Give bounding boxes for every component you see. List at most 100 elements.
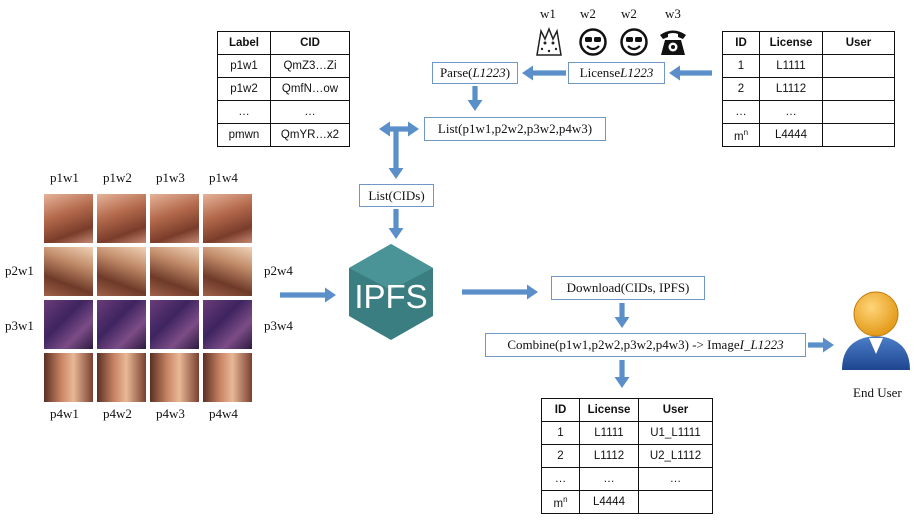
table-cell: U2_L1112 xyxy=(638,444,713,468)
table-row: ……… xyxy=(541,467,713,491)
image-tile xyxy=(97,247,146,296)
table-cell: mn xyxy=(541,490,580,514)
arrow-download-to-combine xyxy=(614,303,630,328)
parse-suffix: ) xyxy=(505,65,511,80)
arrow-license-to-parse xyxy=(522,65,566,81)
combine-box: Combine(p1w1,p2w2,p3w2,p4w3) -> Image I_… xyxy=(485,333,806,357)
table-row: …… xyxy=(217,100,350,124)
telephone-icon xyxy=(660,30,686,55)
table-cell: QmYR…x2 xyxy=(270,123,350,147)
image-tile xyxy=(203,247,252,296)
user-table-header: License xyxy=(579,398,639,422)
grid-bottom-label: p4w1 xyxy=(50,406,79,421)
table-cell: pmwn xyxy=(217,123,271,147)
id-superscript: n xyxy=(743,127,749,137)
sunglasses-smiley-icon xyxy=(579,28,607,56)
list-box: List(p1w1,p2w2,p3w2,p4w3) xyxy=(424,117,606,141)
ipfs-label: IPFS xyxy=(354,278,427,315)
symbol-label: w1 xyxy=(540,6,556,21)
arrow-license-table-to-license xyxy=(669,65,712,81)
table-cell: L1112 xyxy=(579,444,639,468)
image-tile xyxy=(97,194,146,243)
grid-top-label: p1w3 xyxy=(156,170,185,185)
id-base: m xyxy=(733,130,744,143)
sunglasses-smiley-icon xyxy=(620,28,648,56)
arrow-combine-to-user xyxy=(808,337,834,353)
leopard-icon xyxy=(536,26,562,56)
table-cell xyxy=(638,490,713,514)
table-cell: … xyxy=(217,100,271,124)
table-cell: 2 xyxy=(541,444,580,468)
download-box: Download(CIDs, IPFS) xyxy=(551,276,705,300)
table-cell: … xyxy=(579,467,639,491)
license-table-header: User xyxy=(822,31,895,55)
image-tile xyxy=(150,300,199,349)
user-table-header: ID xyxy=(541,398,580,422)
ipfs-logo-icon: IPFS xyxy=(349,244,433,340)
cid-table-header: Label xyxy=(217,31,271,55)
license-box: License L1223 xyxy=(568,62,665,84)
table-cell xyxy=(822,54,895,78)
grid-left-label: p3w1 xyxy=(5,318,34,333)
license-text: License xyxy=(579,65,621,80)
table-cell: … xyxy=(541,467,580,491)
table-cell: … xyxy=(270,100,350,124)
table-cell: L1111 xyxy=(759,54,823,78)
parse-text: Parse( xyxy=(439,65,473,80)
table-cell: QmZ3…Zi xyxy=(270,54,350,78)
image-tile xyxy=(203,194,252,243)
arrow-list-to-cid-table xyxy=(379,121,419,137)
combine-text: Combine(p1w1,p2w2,p3w2,p4w3) -> Image xyxy=(507,337,740,352)
arrow-grid-to-ipfs xyxy=(280,287,336,303)
grid-top-label: p1w4 xyxy=(209,170,238,185)
grid-top-label: p1w1 xyxy=(50,170,79,185)
end-user-label: End User xyxy=(853,385,902,400)
table-cell: 1 xyxy=(722,54,760,78)
combine-arg: I_L1223 xyxy=(739,337,784,352)
image-tile xyxy=(44,194,93,243)
table-cell: L4444 xyxy=(579,490,639,514)
user-table-header: User xyxy=(638,398,713,422)
table-cell xyxy=(822,100,895,124)
table-cell: p1w1 xyxy=(217,54,271,78)
table-cell: … xyxy=(722,100,760,124)
grid-bottom-label: p4w3 xyxy=(156,406,185,421)
end-user-icon xyxy=(842,291,910,370)
symbol-label: w2 xyxy=(621,6,637,21)
image-tile xyxy=(44,247,93,296)
table-cell: mn xyxy=(722,123,760,147)
cids-box: List(CIDs) xyxy=(359,184,434,207)
grid-top-label: p1w2 xyxy=(103,170,132,185)
image-tile xyxy=(44,353,93,402)
arrow-cids-to-ipfs xyxy=(388,209,404,239)
table-cell: U1_L1111 xyxy=(638,421,713,445)
license-table-header: ID xyxy=(722,31,760,55)
table-cell: 1 xyxy=(541,421,580,445)
symbol-label: w3 xyxy=(665,6,681,21)
arrow-to-list-cids xyxy=(388,131,404,179)
table-cell xyxy=(822,123,895,147)
table-cell: … xyxy=(638,467,713,491)
image-tile xyxy=(203,300,252,349)
parse-arg: L1223 xyxy=(472,65,506,80)
table-cell: p1w2 xyxy=(217,77,271,101)
arrow-combine-to-user-table xyxy=(614,360,630,388)
image-tile xyxy=(150,353,199,402)
parse-box: Parse(L1223) xyxy=(432,62,518,84)
grid-left-label: p2w1 xyxy=(5,263,34,278)
table-cell: L1112 xyxy=(759,77,823,101)
image-tile xyxy=(44,300,93,349)
license-table-header: License xyxy=(759,31,823,55)
image-tile xyxy=(150,194,199,243)
